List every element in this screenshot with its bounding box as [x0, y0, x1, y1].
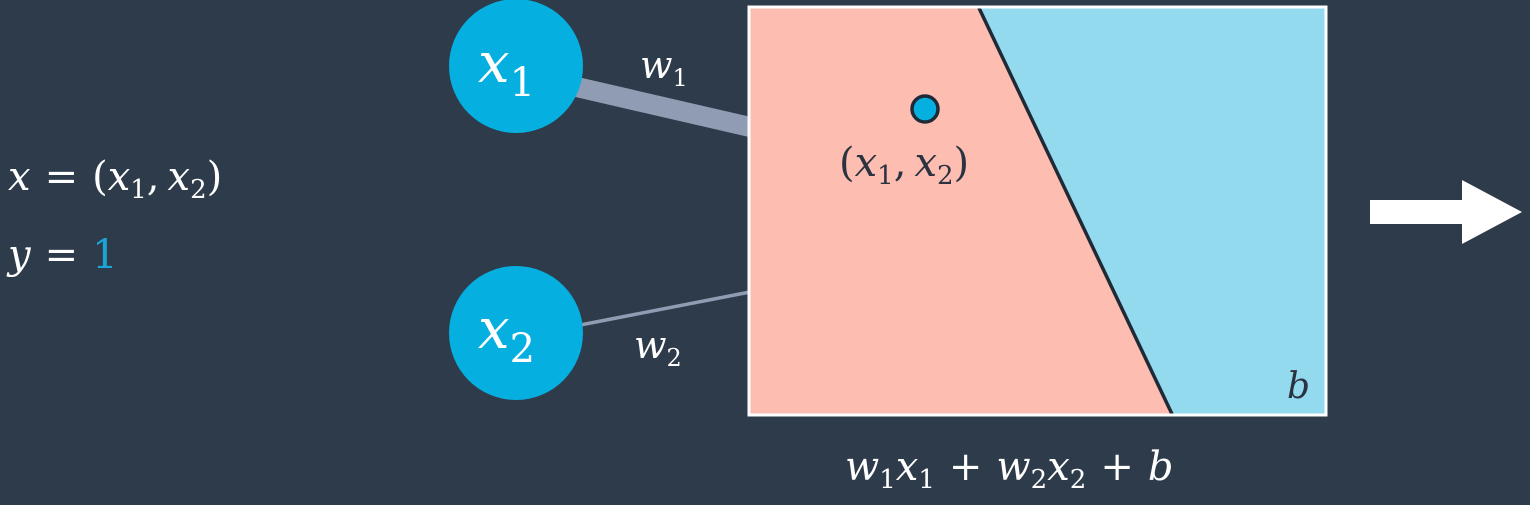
input-definition: x=(x1,x2) y=1 [6, 154, 222, 278]
equals-sign: = [45, 154, 79, 200]
equals-sign-y: = [45, 232, 79, 278]
neuron-x1-label: x [478, 31, 510, 96]
plot-frame [747, 5, 1328, 417]
open-paren: ( [92, 154, 108, 200]
linear-formula: w1x1+w2x2+b [845, 444, 1173, 495]
neuron-x2-subscript: 2 [510, 326, 535, 372]
neuron-x1: x1 [449, 0, 583, 133]
y-value: 1 [92, 232, 117, 278]
x2-subscript: 2 [190, 175, 207, 205]
neuron-x2-circle [449, 266, 583, 400]
data-point-label: (x1,x2) [839, 140, 969, 191]
bias-label: b [1287, 366, 1310, 407]
neuron-x1-circle [449, 0, 583, 133]
comma: , [147, 154, 160, 200]
y-symbol: y [6, 232, 32, 278]
output-arrow-icon [1370, 180, 1522, 244]
decision-plot: (x1,x2) b [747, 5, 1328, 417]
weight-edge-2 [569, 290, 751, 329]
svg-text:x=(x1,x2): x=(x1,x2) [8, 154, 222, 205]
weight-label-w2: w2 [634, 323, 682, 372]
positive-region [980, 8, 1325, 414]
neuron-x2: x2 [449, 266, 583, 400]
close-paren: ) [207, 154, 223, 200]
weight-label-w1: w1 [640, 43, 688, 92]
x1-subscript: 1 [130, 175, 147, 205]
data-point [910, 94, 940, 124]
neuron-x2-label: x [478, 297, 510, 362]
weight-edge-1 [565, 75, 753, 137]
weight-w2-subscript: 2 [667, 344, 682, 372]
x2-symbol: x [168, 154, 191, 200]
svg-text:x1: x1 [478, 31, 535, 106]
negative-region [750, 8, 1172, 414]
x1-symbol: x [108, 154, 131, 200]
svg-text:x2: x2 [478, 297, 535, 372]
weight-w1-subscript: 1 [673, 64, 688, 92]
svg-text:y=1: y = 1 [6, 232, 118, 278]
neuron-x1-subscript: 1 [510, 60, 535, 106]
decision-boundary [977, 7, 1174, 415]
x-symbol: x [8, 154, 31, 200]
